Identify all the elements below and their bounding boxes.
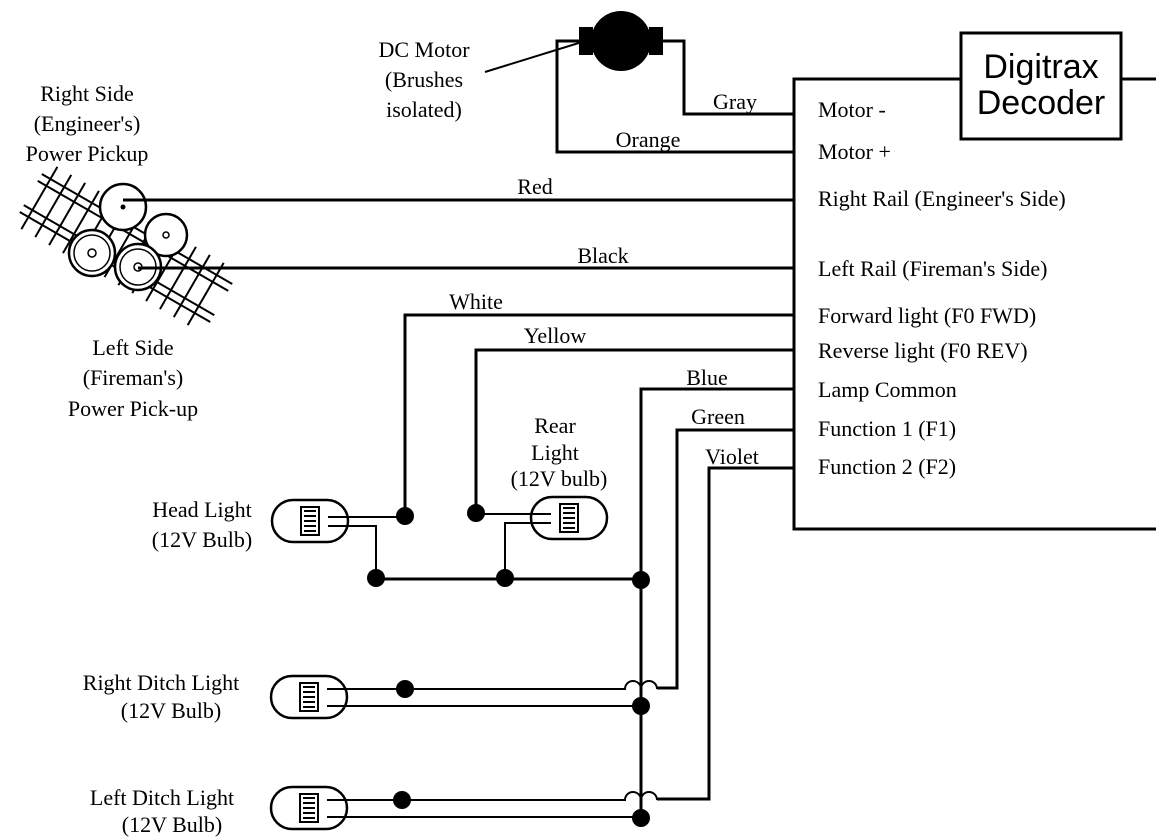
power-pickup-track: Right Side (Engineer's) Power Pickup Lef… [19,81,233,421]
rear-light-bulb-icon [529,495,609,541]
decoder: Digitrax Decoder [792,31,1156,531]
decoder-box [959,31,1123,141]
wire-label-black: Black [577,243,628,268]
rear-light-label-line2: Light [531,440,579,465]
wire-label-red: Red [517,174,552,199]
left-ditch-light-bulb-icon [269,785,349,831]
motor-label-line3: isolated) [386,97,462,122]
wire-label-gray: Gray [713,89,757,114]
head-light-label-line1: Head Light [152,497,252,522]
terminal-motor-minus: Motor - [818,97,886,122]
left-ditch-label-line1: Left Ditch Light [90,785,234,810]
motor-label-line2: (Brushes [385,67,463,92]
terminal-function-1: Function 1 (F1) [818,416,956,441]
terminal-left-rail: Left Rail (Fireman's Side) [818,256,1047,281]
decoder-label-line2: Decoder [977,84,1106,122]
common-bus [367,569,650,589]
wire-gray: Gray [663,39,794,116]
rear-light-label-line3: (12V bulb) [511,466,608,491]
left-pickup-line2: (Fireman's) [83,365,184,390]
decoder-label-line1: Digitrax [983,48,1098,86]
terminal-motor-plus: Motor + [818,139,891,164]
right-ditch-light: Right Ditch Light (12V Bulb) [83,670,658,723]
left-pickup-line3: Power Pick-up [68,396,198,421]
motor-icon [591,11,651,71]
rear-light: Rear Light (12V bulb) [467,413,609,578]
head-light-bulb-icon [270,498,350,544]
wire-orange: Orange [555,39,794,154]
right-ditch-label-line1: Right Ditch Light [83,670,239,695]
left-ditch-label-line2: (12V Bulb) [122,812,222,837]
wire-blue: Blue [639,365,794,818]
right-pickup-line1: Right Side [40,81,134,106]
head-light-label-line2: (12V Bulb) [152,527,252,552]
wire-label-orange: Orange [616,127,681,152]
terminal-function-2: Function 2 (F2) [818,454,956,479]
terminal-labels: Motor - Motor + Right Rail (Engineer's S… [818,97,1066,479]
wire-label-yellow: Yellow [524,323,587,348]
wire-red: Red [123,174,794,202]
wire-label-green: Green [691,404,745,429]
right-pickup-line3: Power Pickup [26,141,149,166]
dc-motor: DC Motor (Brushes isolated) [378,11,663,122]
terminal-reverse-light: Reverse light (F0 REV) [818,338,1028,363]
left-ditch-light: Left Ditch Light (12V Bulb) [90,785,658,837]
wire-black: Black [138,243,794,270]
terminal-lamp-common: Lamp Common [818,377,957,402]
wire-yellow: Yellow [474,323,794,513]
wire-label-white: White [449,289,503,314]
wire-white: White [403,289,794,515]
wire-label-violet: Violet [705,444,759,469]
left-pickup-line1: Left Side [92,335,173,360]
wire-violet: Violet [657,444,794,801]
right-ditch-label-line2: (12V Bulb) [121,698,221,723]
wire-green: Green [657,404,794,690]
terminal-right-rail: Right Rail (Engineer's Side) [818,186,1066,211]
motor-label-line1: DC Motor [378,37,470,62]
wire-label-blue: Blue [686,365,728,390]
rear-light-label-line1: Rear [534,413,576,438]
right-pickup-line2: (Engineer's) [34,111,141,136]
terminal-forward-light: Forward light (F0 FWD) [818,303,1036,328]
head-light: Head Light (12V Bulb) [152,497,414,578]
right-ditch-light-bulb-icon [269,674,349,720]
